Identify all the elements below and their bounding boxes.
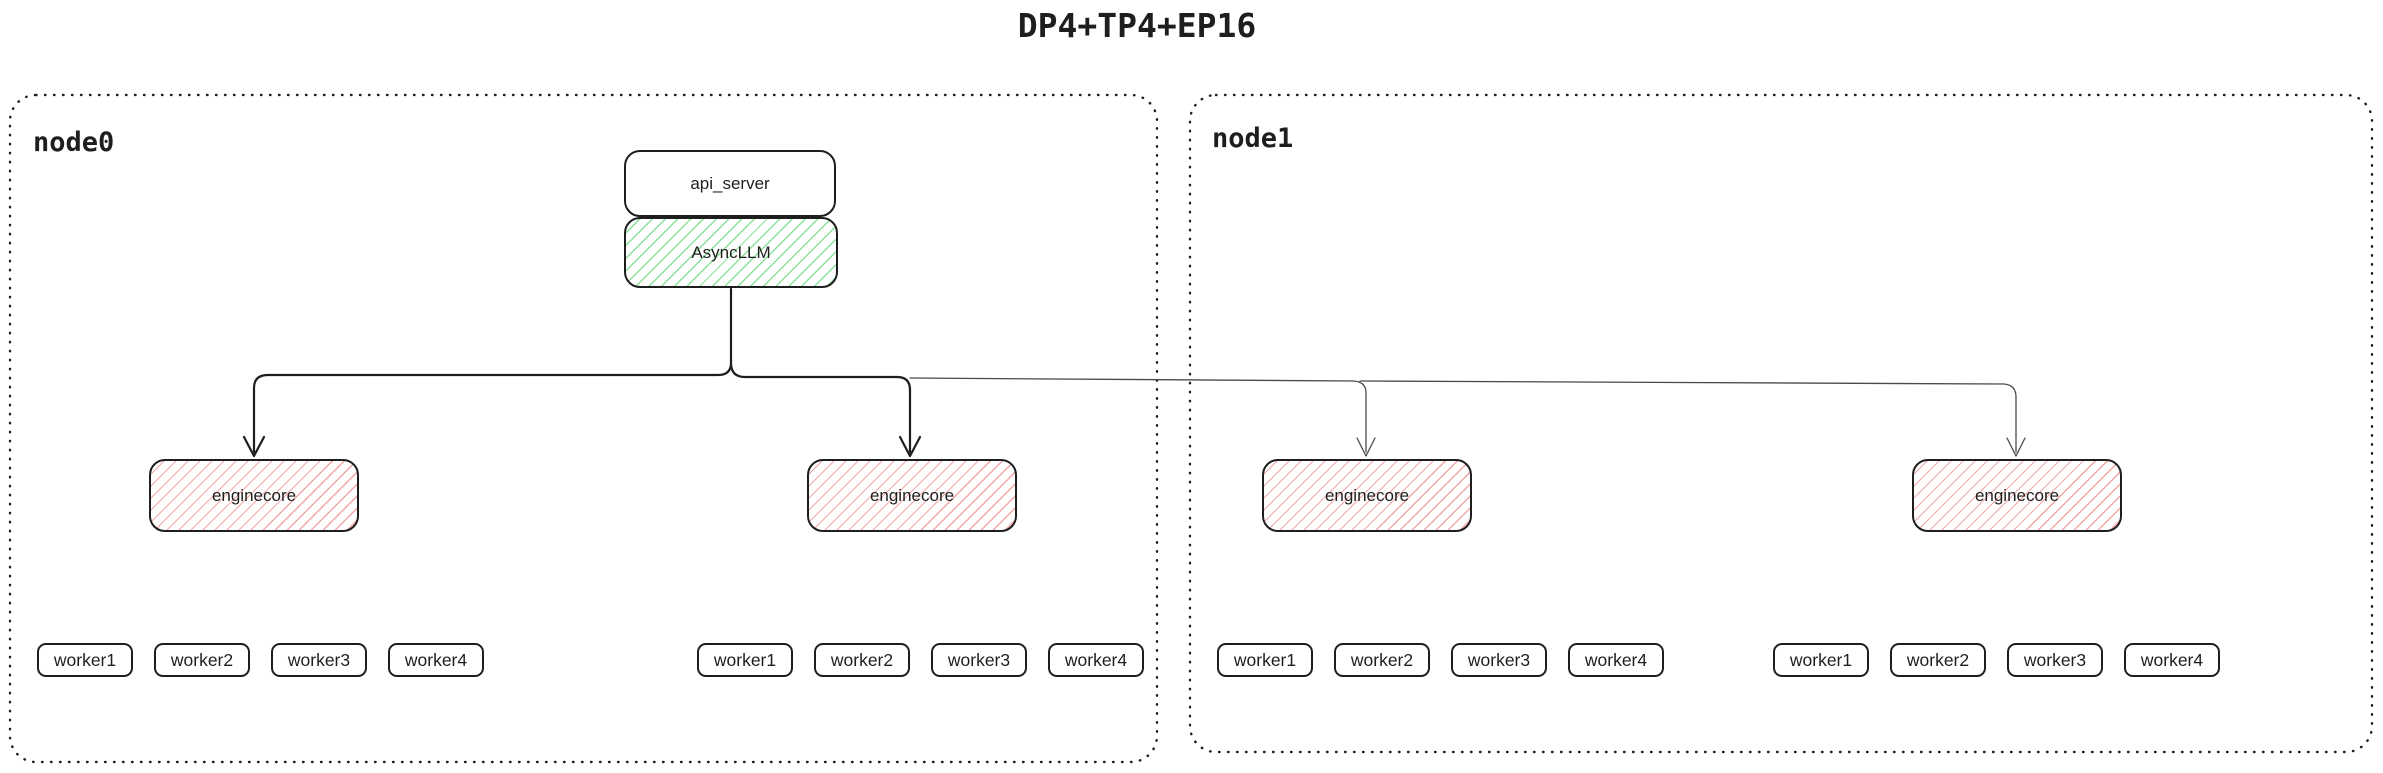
node1-label: node1 <box>1212 123 1294 154</box>
arrowhead-enginecore3 <box>1356 437 1376 457</box>
node1-enginecore2-box: enginecore <box>1912 459 2122 532</box>
arrowhead-enginecore2 <box>898 435 922 458</box>
worker-box: worker1 <box>697 643 793 677</box>
connector-asyncllm-to-enginecore1 <box>252 287 733 454</box>
worker-box: worker1 <box>1773 643 1869 677</box>
node0-enginecore1-box: enginecore <box>149 459 359 532</box>
node1-enginecore1-box: enginecore <box>1262 459 1472 532</box>
connector-asyncllm-to-enginecore4 <box>1359 380 2017 453</box>
worker-box: worker2 <box>1334 643 1430 677</box>
connector-asyncllm-to-enginecore3 <box>909 377 1367 453</box>
node0-label: node0 <box>33 127 115 158</box>
worker-box: worker1 <box>37 643 133 677</box>
api-server-box: api_server <box>624 150 836 217</box>
worker-box: worker4 <box>2124 643 2220 677</box>
asyncllm-box: AsyncLLM <box>624 217 838 288</box>
node0-enginecore1-worker-group: worker1 worker2 worker3 worker4 <box>37 643 484 677</box>
node1-enginecore2-worker-group: worker1 worker2 worker3 worker4 <box>1773 643 2220 677</box>
arrowhead-enginecore4 <box>2006 437 2026 457</box>
worker-box: worker3 <box>271 643 367 677</box>
node1-enginecore1-worker-group: worker1 worker2 worker3 worker4 <box>1217 643 1664 677</box>
worker-box: worker2 <box>1890 643 1986 677</box>
arrowhead-enginecore1 <box>242 435 266 458</box>
worker-box: worker2 <box>154 643 250 677</box>
worker-box: worker3 <box>1451 643 1547 677</box>
worker-box: worker1 <box>1217 643 1313 677</box>
worker-box: worker3 <box>931 643 1027 677</box>
worker-box: worker4 <box>1568 643 1664 677</box>
connector-asyncllm-to-enginecore2 <box>729 361 912 454</box>
node0-enginecore2-worker-group: worker1 worker2 worker3 worker4 <box>697 643 1144 677</box>
worker-box: worker4 <box>1048 643 1144 677</box>
worker-box: worker3 <box>2007 643 2103 677</box>
worker-box: worker2 <box>814 643 910 677</box>
node0-enginecore2-box: enginecore <box>807 459 1017 532</box>
worker-box: worker4 <box>388 643 484 677</box>
diagram-title: DP4+TP4+EP16 <box>1017 6 1257 45</box>
